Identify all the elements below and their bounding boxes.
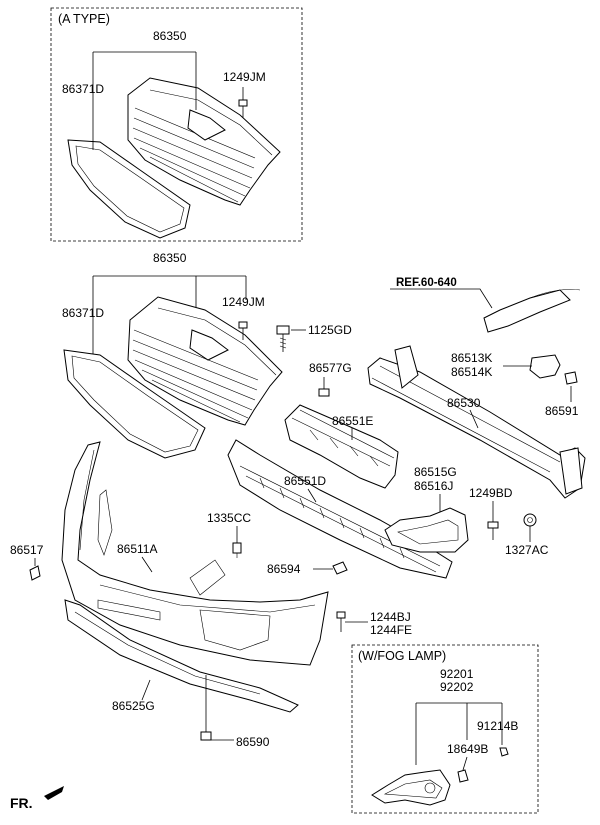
label-86594: 86594 xyxy=(267,562,301,576)
label-86577G: 86577G xyxy=(309,361,352,375)
label-91214B: 91214B xyxy=(477,719,518,733)
label-m-86371D: 86371D xyxy=(62,306,104,320)
main-grille-surround xyxy=(63,349,206,459)
bulb-18649B xyxy=(457,769,469,783)
nut-1327AC xyxy=(523,513,537,527)
label-86515G: 86515G xyxy=(414,465,457,479)
clip-1335CC xyxy=(232,542,242,558)
label-a-86350: 86350 xyxy=(153,29,187,43)
label-86525G: 86525G xyxy=(112,699,155,713)
label-a-1249JM: 1249JM xyxy=(223,70,266,84)
label-m-1249JM: 1249JM xyxy=(222,295,265,309)
reference-section: REF.60-640 xyxy=(390,277,581,333)
fog-lamp-box xyxy=(351,644,539,814)
main-grille-screw xyxy=(238,321,248,340)
cap-86517 xyxy=(29,565,41,581)
fog-lamp-cover xyxy=(384,507,469,553)
fog-lamp-section: (W/FOG LAMP) 92201 92202 91214B 18649B xyxy=(351,644,539,814)
lower-skid-plate xyxy=(64,599,299,713)
label-1244BJ: 1244BJ xyxy=(370,610,411,624)
a-type-header: (A TYPE) xyxy=(58,12,110,26)
label-86591: 86591 xyxy=(545,404,579,418)
label-86516J: 86516J xyxy=(414,479,453,493)
clip-86590 xyxy=(200,722,212,741)
label-a-86371D: 86371D xyxy=(62,82,104,96)
bolt-1125GD xyxy=(276,325,290,352)
bracket-86513K xyxy=(529,354,578,385)
fog-lamp-assembly xyxy=(371,769,451,806)
a-type-section: (A TYPE) 86350 86371D 1249JM xyxy=(50,7,303,242)
label-m-1125GD: 1125GD xyxy=(308,323,352,337)
label-1335CC: 1335CC xyxy=(207,511,251,525)
label-86551D: 86551D xyxy=(284,474,326,488)
label-1244FE: 1244FE xyxy=(370,623,412,637)
label-92202: 92202 xyxy=(440,680,474,694)
label-sticker-86577G xyxy=(318,388,330,397)
bolt-1244BJ xyxy=(336,611,346,632)
a-type-box xyxy=(50,7,303,242)
label-86551E: 86551E xyxy=(332,414,373,428)
label-92201: 92201 xyxy=(440,667,474,681)
screw-1249BD xyxy=(487,521,499,540)
label-m-86350: 86350 xyxy=(153,251,187,265)
part-86594 xyxy=(332,561,348,575)
label-86590: 86590 xyxy=(236,735,270,749)
label-86530: 86530 xyxy=(447,396,481,410)
bumper-beam xyxy=(367,345,586,499)
energy-absorber xyxy=(284,404,399,489)
main-grille-section: 86350 86371D 1249JM 1125GD xyxy=(62,251,352,459)
label-1249BD: 1249BD xyxy=(469,486,513,500)
front-bumper-cover xyxy=(61,441,329,666)
fr-label: FR. xyxy=(10,795,33,811)
label-86517: 86517 xyxy=(10,543,44,557)
a-type-grille xyxy=(127,77,281,206)
label-18649B: 18649B xyxy=(447,742,488,756)
label-1327AC: 1327AC xyxy=(505,543,549,557)
main-grille xyxy=(127,296,283,426)
socket-91214B xyxy=(499,747,509,757)
label-86513K: 86513K xyxy=(451,351,492,365)
front-arrow-icon xyxy=(44,786,64,800)
label-86511A: 86511A xyxy=(117,542,157,556)
label-86514K: 86514K xyxy=(451,365,492,379)
front-direction-indicator: FR. xyxy=(10,786,64,811)
a-type-grille-surround xyxy=(67,139,191,239)
fog-lamp-header: (W/FOG LAMP) xyxy=(358,649,446,663)
ref-label: REF.60-640 xyxy=(396,277,457,289)
